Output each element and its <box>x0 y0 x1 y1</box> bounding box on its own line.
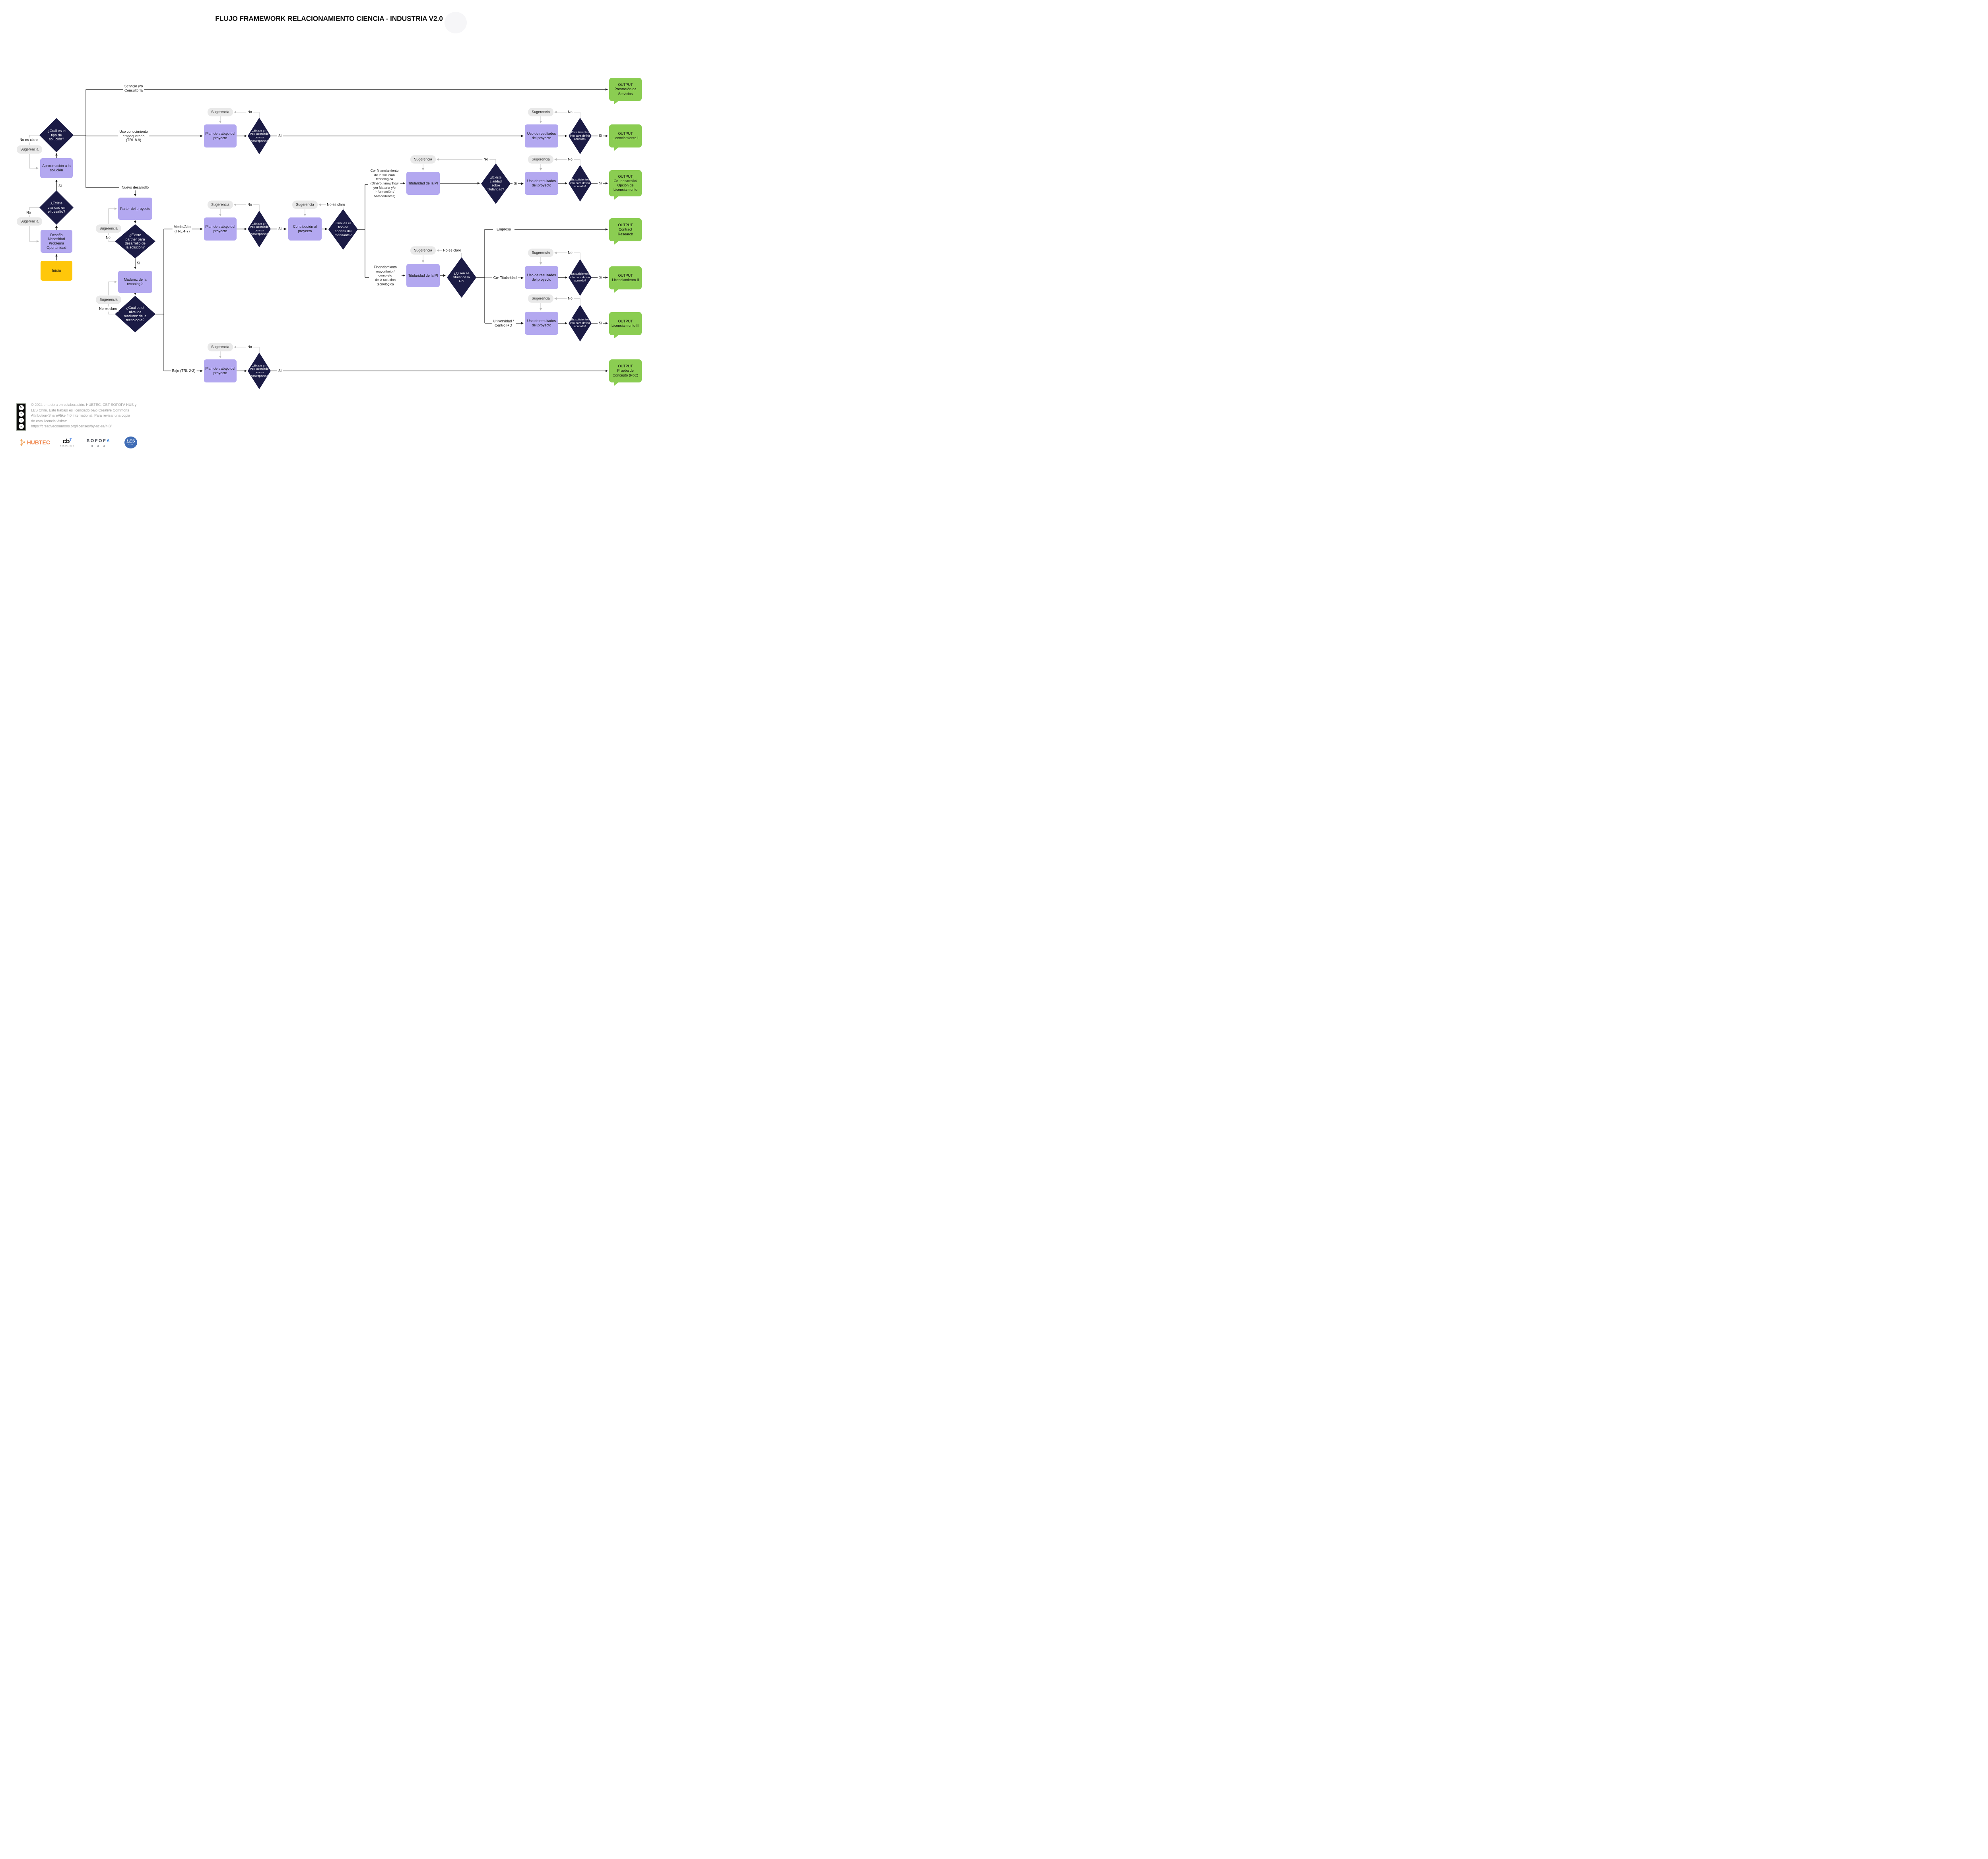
branch-bajo: Bajo (TRL 2-3) <box>171 368 197 374</box>
edge-label-no: No <box>246 202 253 208</box>
edge-label-si: Si <box>135 260 142 266</box>
edge-label-no: No <box>482 157 489 162</box>
process-plan-trabajo-3: Plan de trabajo del proyecto <box>204 359 237 382</box>
process-desafio: Desafío Necesidad Problema Oportunidad <box>41 230 72 253</box>
page-title: FLUJO FRAMEWORK RELACIONAMIENTO CIENCIA … <box>215 14 443 23</box>
output-licenciamiento-1: OUTPUT Licenciamiento I <box>609 124 642 151</box>
edge-label-si: Si <box>512 181 518 186</box>
cc-license-badge: ↻ $ i cc <box>16 403 26 431</box>
process-contribucion: Contribución al proyecto <box>288 217 322 241</box>
process-plan-trabajo-2: Plan de trabajo del proyecto <box>204 217 237 241</box>
branch-uso-conocimiento: Uso conocimiento empaquetado (TRL 8-9) <box>118 129 149 143</box>
output-codesarrollo: OUTPUT Co- desarrollo/ Opción de Licenci… <box>609 170 642 200</box>
cbt-sofofa-hub-logo: cbT SOFOFA HUB <box>60 437 74 447</box>
edge-label-no: No <box>105 235 112 241</box>
sugerencia-pill: Sugerencia <box>528 248 553 257</box>
edge-label-si: Si <box>277 226 283 232</box>
process-titularidad-1: Titularidad de la PI <box>406 172 440 195</box>
process-parter: Parter del proyecto <box>118 198 152 220</box>
watermark-circle <box>445 12 467 33</box>
edge-label-si: Si <box>597 180 604 186</box>
output-licenciamiento-2: OUTPUT Licenciamiento II <box>609 266 642 293</box>
sugerencia-pill: Sugerencia <box>96 295 121 304</box>
sugerencia-pill: Sugerencia <box>528 294 553 303</box>
branch-cofinanciamiento: Co- financiamiento de la solución tecnol… <box>369 168 400 199</box>
branch-co-titularidad: Co- Titularidad <box>492 275 518 281</box>
cc-by-icon: i <box>18 417 24 423</box>
branch-servicio-consultoria: Servicio y/o Consultoría <box>123 83 144 93</box>
branch-universidad: Universidad / Centro I+D <box>491 318 515 328</box>
cc-nc-icon: $ <box>18 411 24 417</box>
sugerencia-pill: Sugerencia <box>528 155 553 164</box>
output-prueba-concepto: OUTPUT Prueba de Concepto (PoC) <box>609 359 642 386</box>
connector-lines <box>29 88 608 372</box>
sugerencia-pill: Sugerencia <box>208 343 233 351</box>
sugerencia-pill: Sugerencia <box>208 200 233 209</box>
output-prestacion-servicios: OUTPUT Prestación de Servicios <box>609 78 642 104</box>
cc-sa-icon: ↻ <box>18 405 24 410</box>
edge-label-no-es-claro: No es claro <box>442 248 462 253</box>
sugerencia-pill: Sugerencia <box>528 108 553 116</box>
output-licenciamiento-3: OUTPUT Licenciamiento III <box>609 312 642 338</box>
edge-label-si: Si <box>597 133 604 139</box>
edge-label-no: No <box>567 296 574 301</box>
sugerencia-pill: Sugerencia <box>410 155 436 164</box>
branch-nuevo-desarrollo: Nuevo desarrollo <box>120 185 150 190</box>
edge-label-no: No <box>246 109 253 115</box>
branch-financiamiento: Financiamiento mayoritario / completo de… <box>373 264 398 287</box>
sugerencia-pill: Sugerencia <box>410 246 436 255</box>
process-uso-resultados-1: Uso de resultados del proyecto <box>525 124 558 147</box>
process-uso-resultados-3: Uso de resultados del proyecto <box>525 266 558 289</box>
sugerencia-pill: Sugerencia <box>96 224 121 233</box>
process-uso-resultados-4: Uso de resultados del proyecto <box>525 312 558 335</box>
edge-label-si: Si <box>277 133 283 139</box>
sugerencia-pill: Sugerencia <box>292 200 318 209</box>
process-titularidad-2: Titularidad de la PI <box>406 264 440 287</box>
edge-label-no: No <box>567 250 574 256</box>
sugerencia-pill: Sugerencia <box>17 145 42 154</box>
flowchart-canvas: FLUJO FRAMEWORK RELACIONAMIENTO CIENCIA … <box>0 0 658 465</box>
sugerencia-pill: Sugerencia <box>208 108 233 116</box>
process-madurez: Madurez de la tecnología <box>118 271 152 293</box>
edge-label-no-es-claro: No es claro <box>98 306 118 312</box>
cc-logo-icon: cc <box>18 424 24 429</box>
sofofa-hub-logo: SOFOFΛ H U B <box>86 439 111 448</box>
edge-label-si: Si <box>597 320 604 326</box>
branch-medio-alto: Medio/Alto (TRL 4-7) <box>172 224 192 234</box>
branch-empresa: Empresa <box>495 227 513 232</box>
edge-label-si: Si <box>57 183 63 189</box>
sugerencia-pill: Sugerencia <box>17 217 42 226</box>
process-uso-resultados-2: Uso de resultados del proyecto <box>525 172 558 195</box>
edge-label-si: Si <box>597 275 604 280</box>
start-inicio: Inicio <box>41 261 72 281</box>
license-text: © 2024 una obra en colaboración: HUBTEC,… <box>31 403 137 428</box>
les-chile-logo: LES CHILE <box>124 437 137 448</box>
edge-label-no: No <box>567 109 574 115</box>
output-contract-research: OUTPUT Contract Research <box>609 218 642 245</box>
process-aproximacion: Aproximación a la solución <box>40 158 73 178</box>
edge-label-no: No <box>246 344 253 350</box>
edge-label-si: Si <box>277 368 283 374</box>
edge-label-no: No <box>567 157 574 162</box>
process-plan-trabajo-1: Plan de trabajo del proyecto <box>204 124 237 147</box>
edge-label-no-es-claro: No es claro <box>18 137 39 143</box>
hubtec-molecule-icon <box>20 439 25 446</box>
hubtec-logo: HUBTEC <box>20 439 50 446</box>
edge-label-no-es-claro: No es claro <box>326 202 346 208</box>
edge-label-no: No <box>25 210 32 215</box>
